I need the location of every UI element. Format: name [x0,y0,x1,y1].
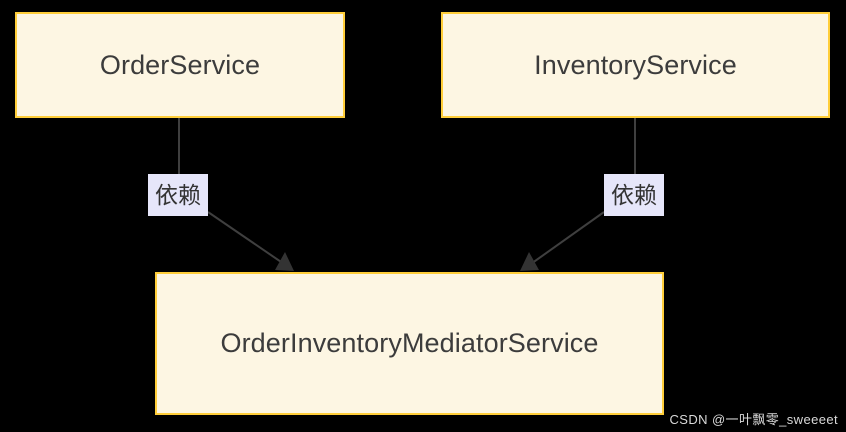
edge-label-dependency-left[interactable]: 依赖 [148,174,208,216]
connector-line-right-diagonal [527,211,605,267]
node-mediator-service-label: OrderInventoryMediatorService [220,328,599,359]
node-inventory-service[interactable]: InventoryService [441,12,830,118]
watermark: CSDN @一叶飘零_sweeeet [669,412,838,427]
edge-label-dependency-right[interactable]: 依赖 [604,174,664,216]
arrowhead-left-icon [275,252,294,271]
node-order-service[interactable]: OrderService [15,12,345,118]
node-mediator-service[interactable]: OrderInventoryMediatorService [155,272,664,415]
connector-line-left-diagonal [207,211,288,267]
arrowhead-right-icon [520,252,539,271]
node-inventory-service-label: InventoryService [534,49,737,80]
node-order-service-label: OrderService [99,49,261,80]
